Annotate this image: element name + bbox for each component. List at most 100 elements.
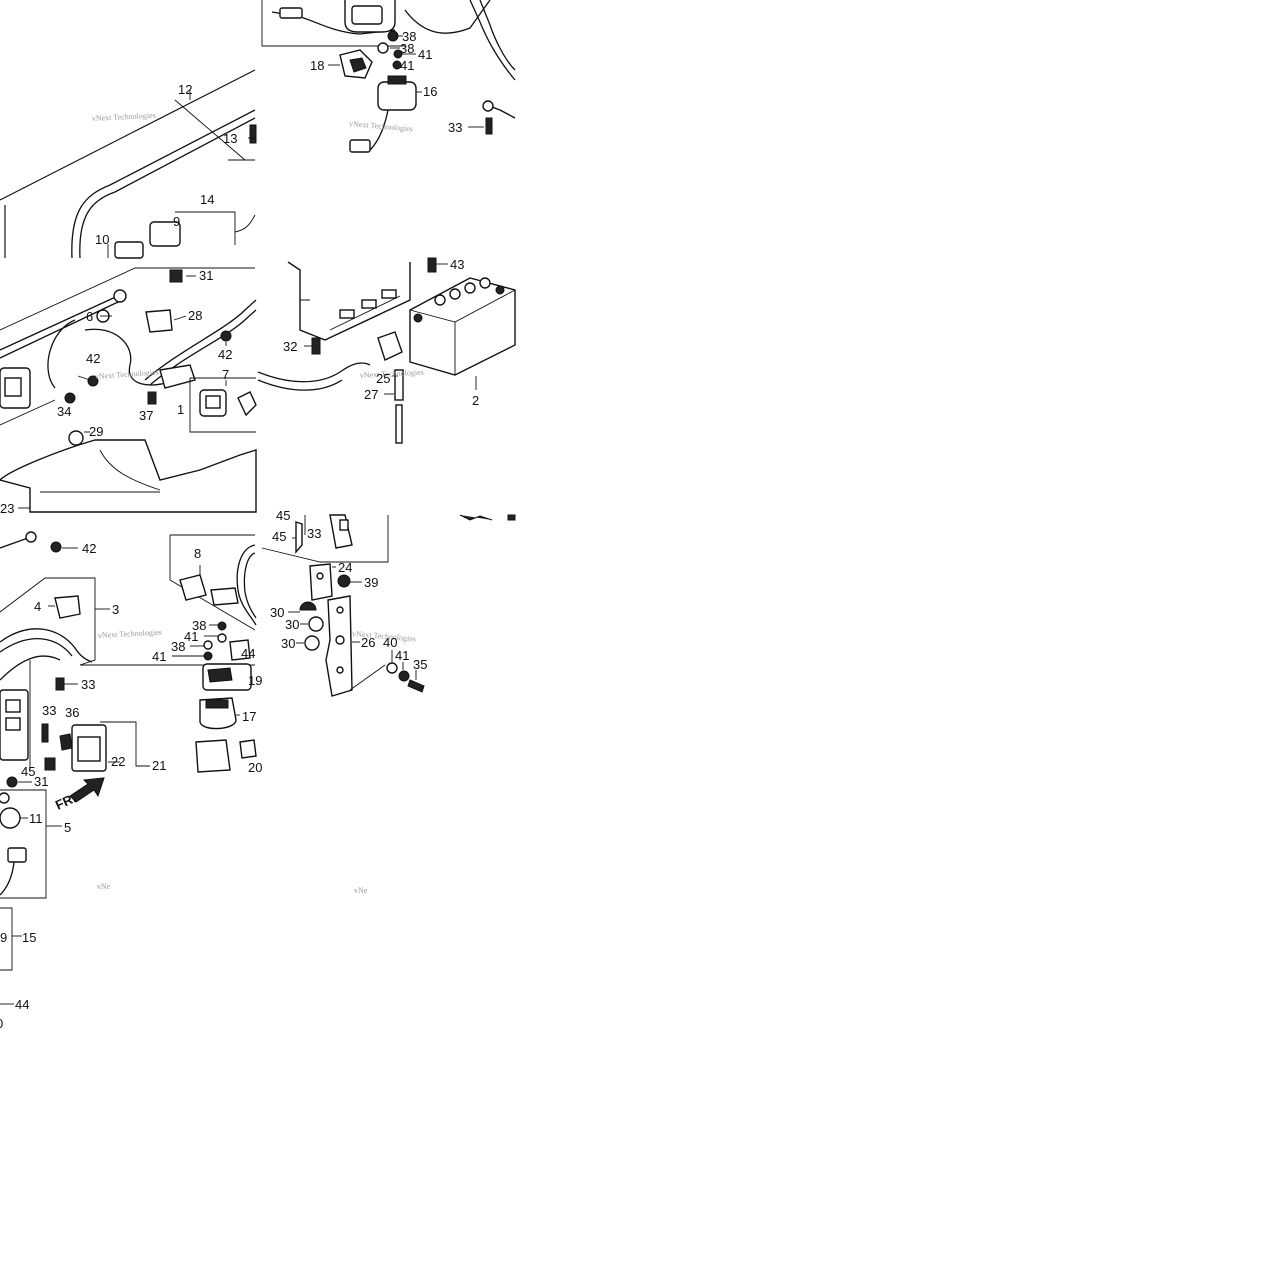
callout-label: 7 [222, 367, 229, 382]
cushion-30 [304, 635, 320, 651]
callout-label: 40 [383, 635, 397, 650]
stay-24 [309, 563, 333, 601]
callout-label: 41 [152, 649, 166, 664]
callout-label: 23 [0, 501, 14, 516]
callout-label: 29 [89, 424, 103, 439]
callout-label: 44 [241, 646, 255, 661]
callout-label: 13 [223, 131, 237, 146]
vent-tube [257, 362, 371, 383]
connector-part [114, 241, 144, 259]
cover-23 [0, 439, 257, 513]
cover-20 [195, 739, 231, 773]
watermark: vNext Technologies [92, 111, 156, 123]
callout-label: 41 [418, 47, 432, 62]
callout-label: 43 [450, 257, 464, 272]
nut-38 [377, 42, 389, 54]
callout-label: 41 [184, 629, 198, 644]
callout-label: 10 [95, 232, 109, 247]
callout-label: 9 [173, 214, 180, 229]
callout-label: 8 [194, 546, 201, 561]
callout-label: 17 [242, 709, 256, 724]
cap-11 [0, 807, 21, 829]
tile-top-mid: vNext Technologies 38 38 41 18 41 16 33 [261, 0, 516, 153]
callout-label: 5 [64, 820, 71, 835]
tile-low-mid: vNext Technologies 45 33 45 24 39 30 30 … [261, 508, 516, 697]
callout-label: 1 [177, 402, 184, 417]
group-bracket [0, 789, 47, 899]
grommet-part [249, 124, 257, 144]
tile-bottom-left: vNe vNe 11 5 9 15 44 0 [0, 789, 368, 1031]
callout-label: 4 [34, 599, 41, 614]
callout-label: 42 [86, 351, 100, 366]
callout-label: 15 [22, 930, 36, 945]
cushion-30 [308, 616, 324, 632]
leader-14 [175, 211, 236, 245]
nut-34 [64, 392, 76, 404]
cushion-30 [299, 601, 317, 611]
bolt-33 [485, 117, 493, 135]
battery-tray [287, 261, 411, 341]
callout-label: 45 [272, 529, 286, 544]
grommet-39 [337, 574, 351, 588]
callout-label: 36 [65, 705, 79, 720]
cap-4 [54, 595, 81, 619]
callout-label: 38 [402, 29, 416, 44]
bolt-33 [55, 677, 65, 691]
tile-mid-left: vNext Technologies 31 6 28 42 42 7 34 37… [0, 267, 257, 516]
nut-38 [203, 640, 213, 650]
callout-label: 42 [218, 347, 232, 362]
watermark: vNext Technologies [98, 628, 162, 640]
callout-label: 33 [307, 526, 321, 541]
bolt-32 [311, 337, 321, 355]
clip-part [149, 221, 181, 247]
bracket-26 [325, 595, 353, 697]
callout-label: 30 [281, 636, 295, 651]
nut-38 [387, 30, 399, 42]
callout-label: 37 [139, 408, 153, 423]
group-bracket [261, 515, 389, 563]
callout-label: 32 [283, 339, 297, 354]
callout-label: 18 [310, 58, 324, 73]
nut-38 [217, 621, 227, 631]
cap-28 [145, 309, 173, 333]
cover-8 [179, 574, 207, 601]
callout-label: 16 [423, 84, 437, 99]
callout-label: 21 [152, 758, 166, 773]
callout-label: 27 [364, 387, 378, 402]
group-bracket [0, 267, 255, 331]
starter-relay-16 [377, 81, 417, 111]
callout-label: 20 [248, 760, 262, 775]
callout-label: 33 [81, 677, 95, 692]
bolt-37 [147, 391, 157, 405]
callout-label: 9 [0, 930, 7, 945]
watermark: vNe [354, 886, 368, 895]
starter-cable [144, 299, 257, 381]
grommet-29 [68, 430, 84, 446]
callout-label: 25 [376, 371, 390, 386]
bolt-42 [50, 541, 62, 553]
callout-label: 6 [86, 309, 93, 324]
battery-cable [404, 0, 491, 34]
front-arrow [69, 777, 105, 803]
bolt-43 [427, 257, 437, 273]
callout-label: 28 [188, 308, 202, 323]
harness-outline [0, 69, 256, 201]
callout-label: 31 [199, 268, 213, 283]
relay-connector [349, 139, 371, 153]
callout-label: 45 [21, 764, 35, 779]
callout-label: 3 [112, 602, 119, 617]
tile-top-left: vNext Technologies 12 13 14 9 10 [0, 69, 257, 259]
nut-31 [6, 776, 18, 788]
callout-label: 14 [200, 192, 214, 207]
positive-cable [0, 628, 93, 663]
callout-label: 31 [34, 774, 48, 789]
clamp-1 [159, 364, 196, 389]
washer-40 [386, 662, 398, 674]
callout-label: 44 [15, 997, 29, 1012]
main-cable [71, 109, 256, 259]
main-cable-inner [79, 117, 256, 259]
group-bracket [0, 577, 96, 666]
group-bracket [261, 0, 405, 47]
callout-label: 33 [42, 703, 56, 718]
